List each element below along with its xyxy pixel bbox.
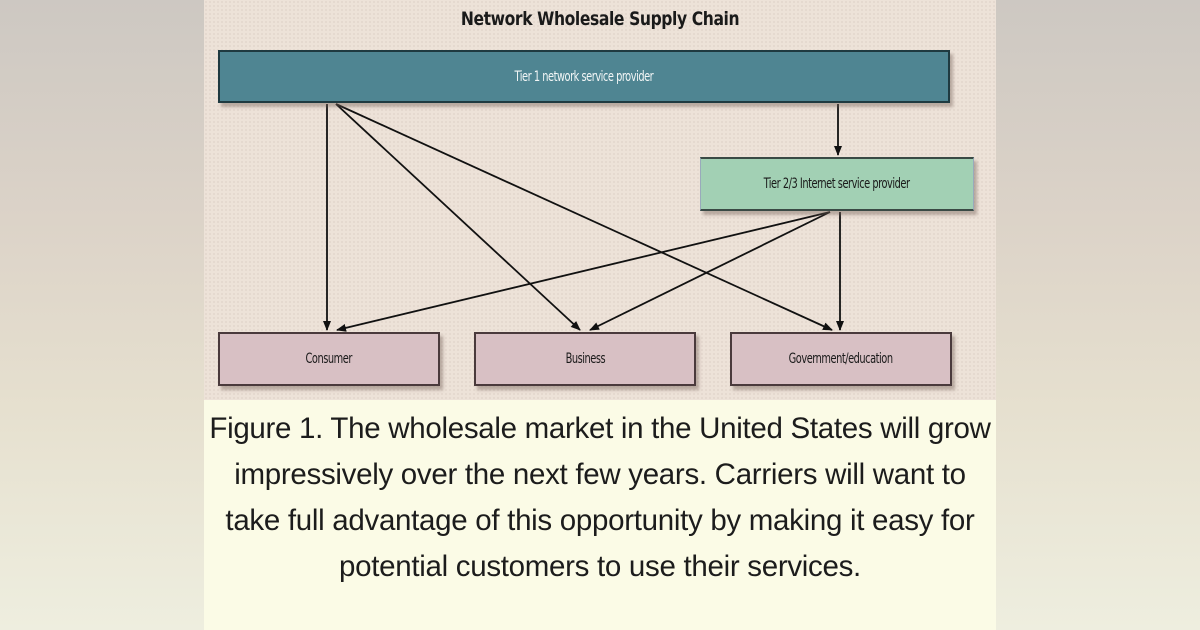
node-business-label: Business <box>565 351 605 367</box>
node-government-label: Government/education <box>789 351 893 367</box>
node-tier23-label: Tier 2/3 Internet service provider <box>764 176 910 192</box>
node-tier23-provider: Tier 2/3 Internet service provider <box>700 157 974 211</box>
diagram-title: Network Wholesale Supply Chain <box>460 8 740 30</box>
diagram-area: Network Wholesale Supply Chain <box>204 0 996 400</box>
figure-caption: Figure 1. The wholesale market in the Un… <box>204 400 996 630</box>
edge-tier1-business <box>335 103 581 331</box>
edge-tier1-government <box>335 103 833 331</box>
node-consumer: Consumer <box>218 332 440 386</box>
figure-panel: Network Wholesale Supply Chain <box>204 0 996 630</box>
node-consumer-label: Consumer <box>305 351 353 367</box>
node-tier1-provider: Tier 1 network service provider <box>218 50 950 103</box>
node-business: Business <box>474 332 696 386</box>
node-tier1-label: Tier 1 network service provider <box>514 68 654 85</box>
edge-tier23-consumer <box>336 211 831 332</box>
node-government-education: Government/education <box>730 332 952 386</box>
edge-tier23-business <box>589 211 831 331</box>
diagram-arrows <box>323 103 844 332</box>
